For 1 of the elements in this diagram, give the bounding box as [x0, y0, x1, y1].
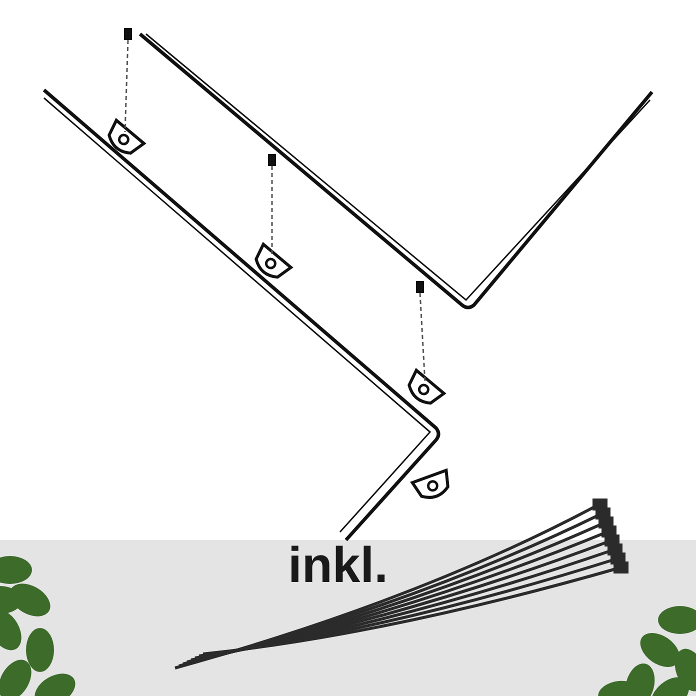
included-label: inkl.: [288, 536, 388, 595]
